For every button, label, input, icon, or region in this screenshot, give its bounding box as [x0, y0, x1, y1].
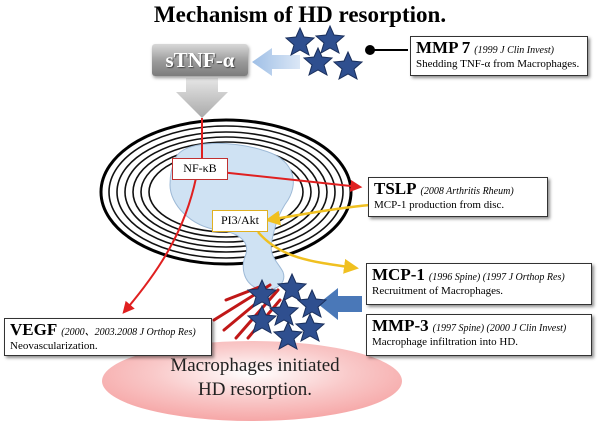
mmp7-name: MMP 7 — [416, 38, 471, 57]
nfkb-box: NF-κB — [172, 158, 228, 180]
yellow-arrow-tslp-pi3 — [265, 203, 371, 226]
resorption-ellipse — [102, 341, 402, 421]
yellow-arrow-pi3-mcp1 — [257, 231, 359, 274]
mmp3-desc: Macrophage infiltration into HD. — [372, 336, 519, 349]
mmp7-to-stnf-arrow — [252, 48, 300, 76]
resorption-caption-line1: Macrophages initiated — [170, 355, 340, 376]
red-arrow-to-vegf — [122, 177, 197, 314]
mcp1-name: MCP-1 — [372, 265, 425, 284]
tslp-desc: MCP-1 production from disc. — [374, 199, 505, 212]
mmp7-ref: (1999 J Clin Invest) — [474, 45, 554, 56]
vegf-box: VEGF (2000、2003.2008 J Orthop Res) Neova… — [4, 318, 212, 356]
mmp3-blue-arrow — [318, 288, 362, 320]
vegf-name: VEGF — [10, 320, 58, 339]
resorption-caption: Macrophages initiated HD resorption. — [150, 354, 360, 402]
macrophage-stars-top — [284, 24, 364, 81]
mcp1-ref: (1996 Spine) (1997 J Orthop Res) — [428, 272, 565, 283]
mmp7-link-dot — [365, 45, 375, 55]
vegf-desc: Neovascularization. — [10, 340, 98, 353]
stnf-down-arrow — [176, 78, 228, 118]
mmp7-box: MMP 7 (1999 J Clin Invest) Shedding TNF-… — [410, 36, 588, 76]
pi3-akt-box: PI3/Akt — [212, 210, 268, 232]
tslp-ref: (2008 Arthritis Rheum) — [420, 186, 514, 197]
mmp3-name: MMP-3 — [372, 316, 429, 335]
tslp-name: TSLP — [374, 179, 417, 198]
red-arrow-to-tslp — [219, 171, 363, 192]
mcp1-box: MCP-1 (1996 Spine) (1997 J Orthop Res) R… — [366, 263, 592, 305]
mcp1-desc: Recruitment of Macrophages. — [372, 285, 504, 298]
macrophage-stars-bottom — [246, 272, 328, 351]
mmp3-ref: (1997 Spine) (2000 J Clin Invest) — [432, 323, 567, 334]
vegf-ref: (2000、2003.2008 J Orthop Res) — [61, 327, 196, 338]
resorption-caption-line2: HD resorption. — [198, 379, 312, 400]
mmp3-box: MMP-3 (1997 Spine) (2000 J Clin Invest) … — [366, 314, 592, 356]
stnf-alpha-label: sTNF-α — [152, 44, 248, 76]
page-title: Mechanism of HD resorption. — [153, 2, 447, 27]
tslp-box: TSLP (2008 Arthritis Rheum) MCP-1 produc… — [368, 177, 548, 217]
mmp7-desc: Shedding TNF-α from Macrophages. — [416, 58, 580, 71]
